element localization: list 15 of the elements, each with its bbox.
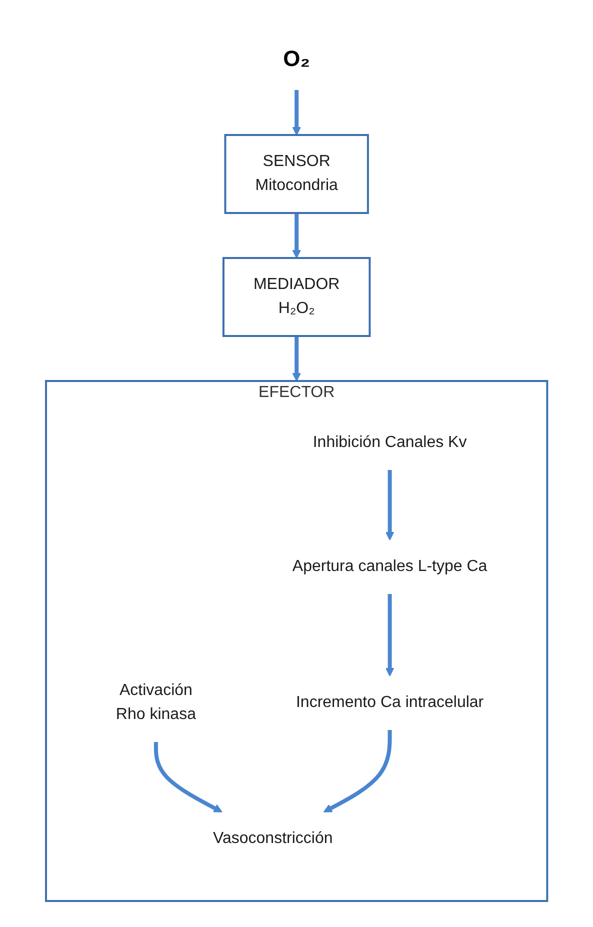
node-text: Inhibición Canales Kv — [312, 434, 467, 450]
arrow — [292, 212, 301, 258]
node-box: SENSOR Mitocondria — [224, 134, 369, 214]
arrow — [323, 730, 392, 812]
arrow — [385, 470, 394, 540]
node-text: Incremento Ca intracelular — [296, 694, 484, 710]
node-text: Apertura canales L-type Ca — [292, 558, 488, 574]
node-text: O₂ — [283, 46, 310, 70]
node-text: Activación Rho kinasa — [116, 682, 196, 722]
arrow — [292, 336, 301, 381]
node-text: Vasoconstricción — [212, 830, 333, 846]
arrow — [292, 90, 301, 135]
node-box: MEDIADOR H₂O₂ — [222, 256, 371, 336]
arrow — [154, 742, 222, 812]
arrow — [385, 594, 394, 676]
